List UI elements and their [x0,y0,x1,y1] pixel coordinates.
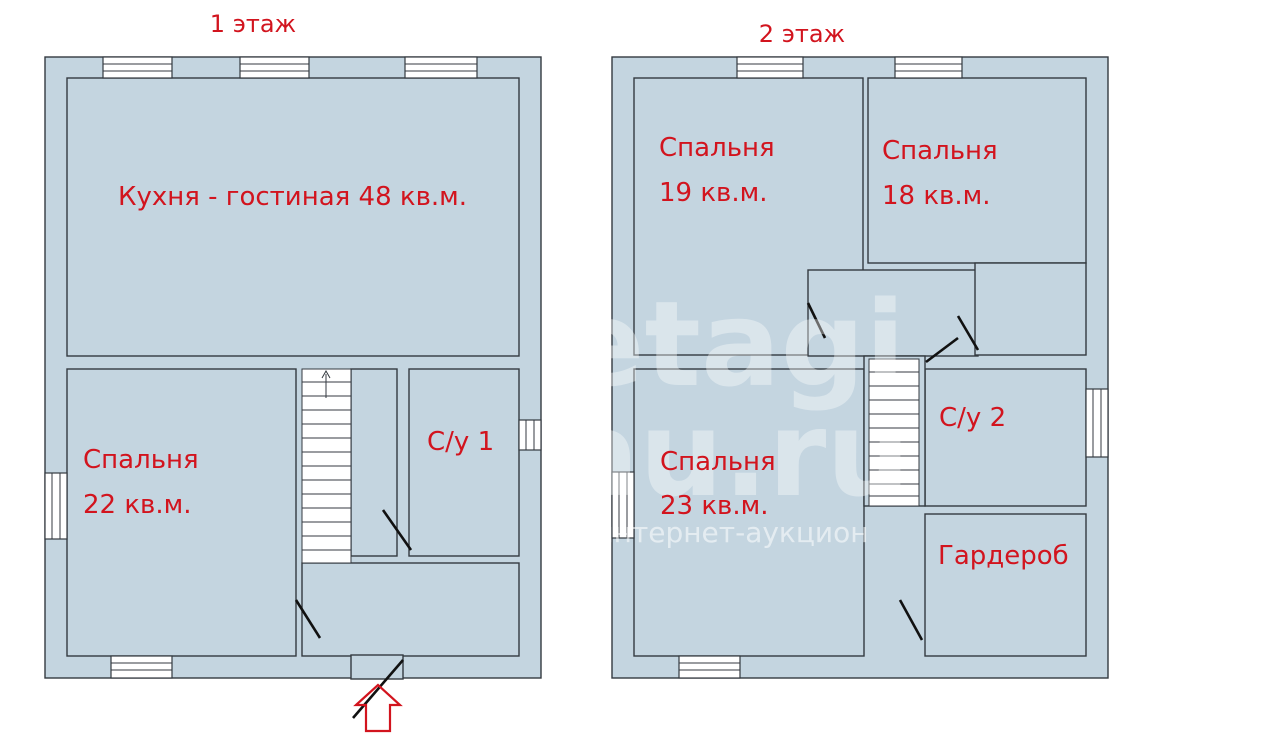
window-icon [611,471,635,539]
door-icon [925,336,959,364]
bedroom-19-area: 19 кв.м. [659,178,768,208]
floor-1-title: 1 этаж [210,10,296,38]
bedroom-23-name: Спальня [660,447,776,477]
watermark-line-2: au.ru [560,385,911,523]
window-icon [518,419,542,451]
bedroom-22-room [66,368,297,657]
bathroom-1-label: С/у 1 [427,427,494,457]
kitchen-living-room [66,77,520,357]
window-icon [239,56,310,79]
door-icon [806,302,827,339]
watermark: etagi au.ru интернет-аукцион [560,275,911,549]
staircase-1 [301,368,352,564]
bathroom-2-label: С/у 2 [939,403,1006,433]
entrance-arrow-icon [353,683,403,733]
door-icon [898,599,924,641]
door-icon [352,659,404,719]
bedroom-22-name: Спальня [83,445,199,475]
bathroom-2-room [924,368,1087,507]
window-icon [678,655,741,679]
entrance-opening [350,654,404,680]
bedroom-23-room [633,368,865,657]
corridor-1 [350,368,398,557]
watermark-line-3: интернет-аукцион [595,516,868,549]
floor-1-plan [44,56,542,733]
window-icon [404,56,478,79]
bathroom-1-room [408,368,520,557]
window-icon [44,472,68,540]
window-icon [110,655,173,679]
window-icon [894,56,963,79]
window-icon [736,56,804,79]
bedroom-22-area: 22 кв.м. [83,490,192,520]
bedroom-18-area: 18 кв.м. [882,181,991,211]
door-icon [956,315,980,351]
bedroom-18-room [867,77,1087,264]
floor-2-title: 2 этаж [759,20,845,48]
kitchen-living-label: Кухня - гостиная 48 кв.м. [118,182,467,212]
door-icon [294,599,322,639]
wardrobe-label: Гардероб [938,541,1069,571]
corridor-2 [807,269,979,357]
floor-2-plan [611,56,1109,679]
window-icon [102,56,173,79]
hallway-1 [301,562,520,657]
bedroom-19-name: Спальня [659,133,775,163]
corridor-2-east [974,262,1087,356]
bedroom-18-name: Спальня [882,136,998,166]
window-icon [1085,388,1109,458]
door-icon [381,509,413,551]
watermark-line-1: etagi [565,275,906,413]
staircase-2 [868,358,920,507]
bedroom-23-area: 23 кв.м. [660,491,769,521]
wardrobe-room [924,513,1087,657]
